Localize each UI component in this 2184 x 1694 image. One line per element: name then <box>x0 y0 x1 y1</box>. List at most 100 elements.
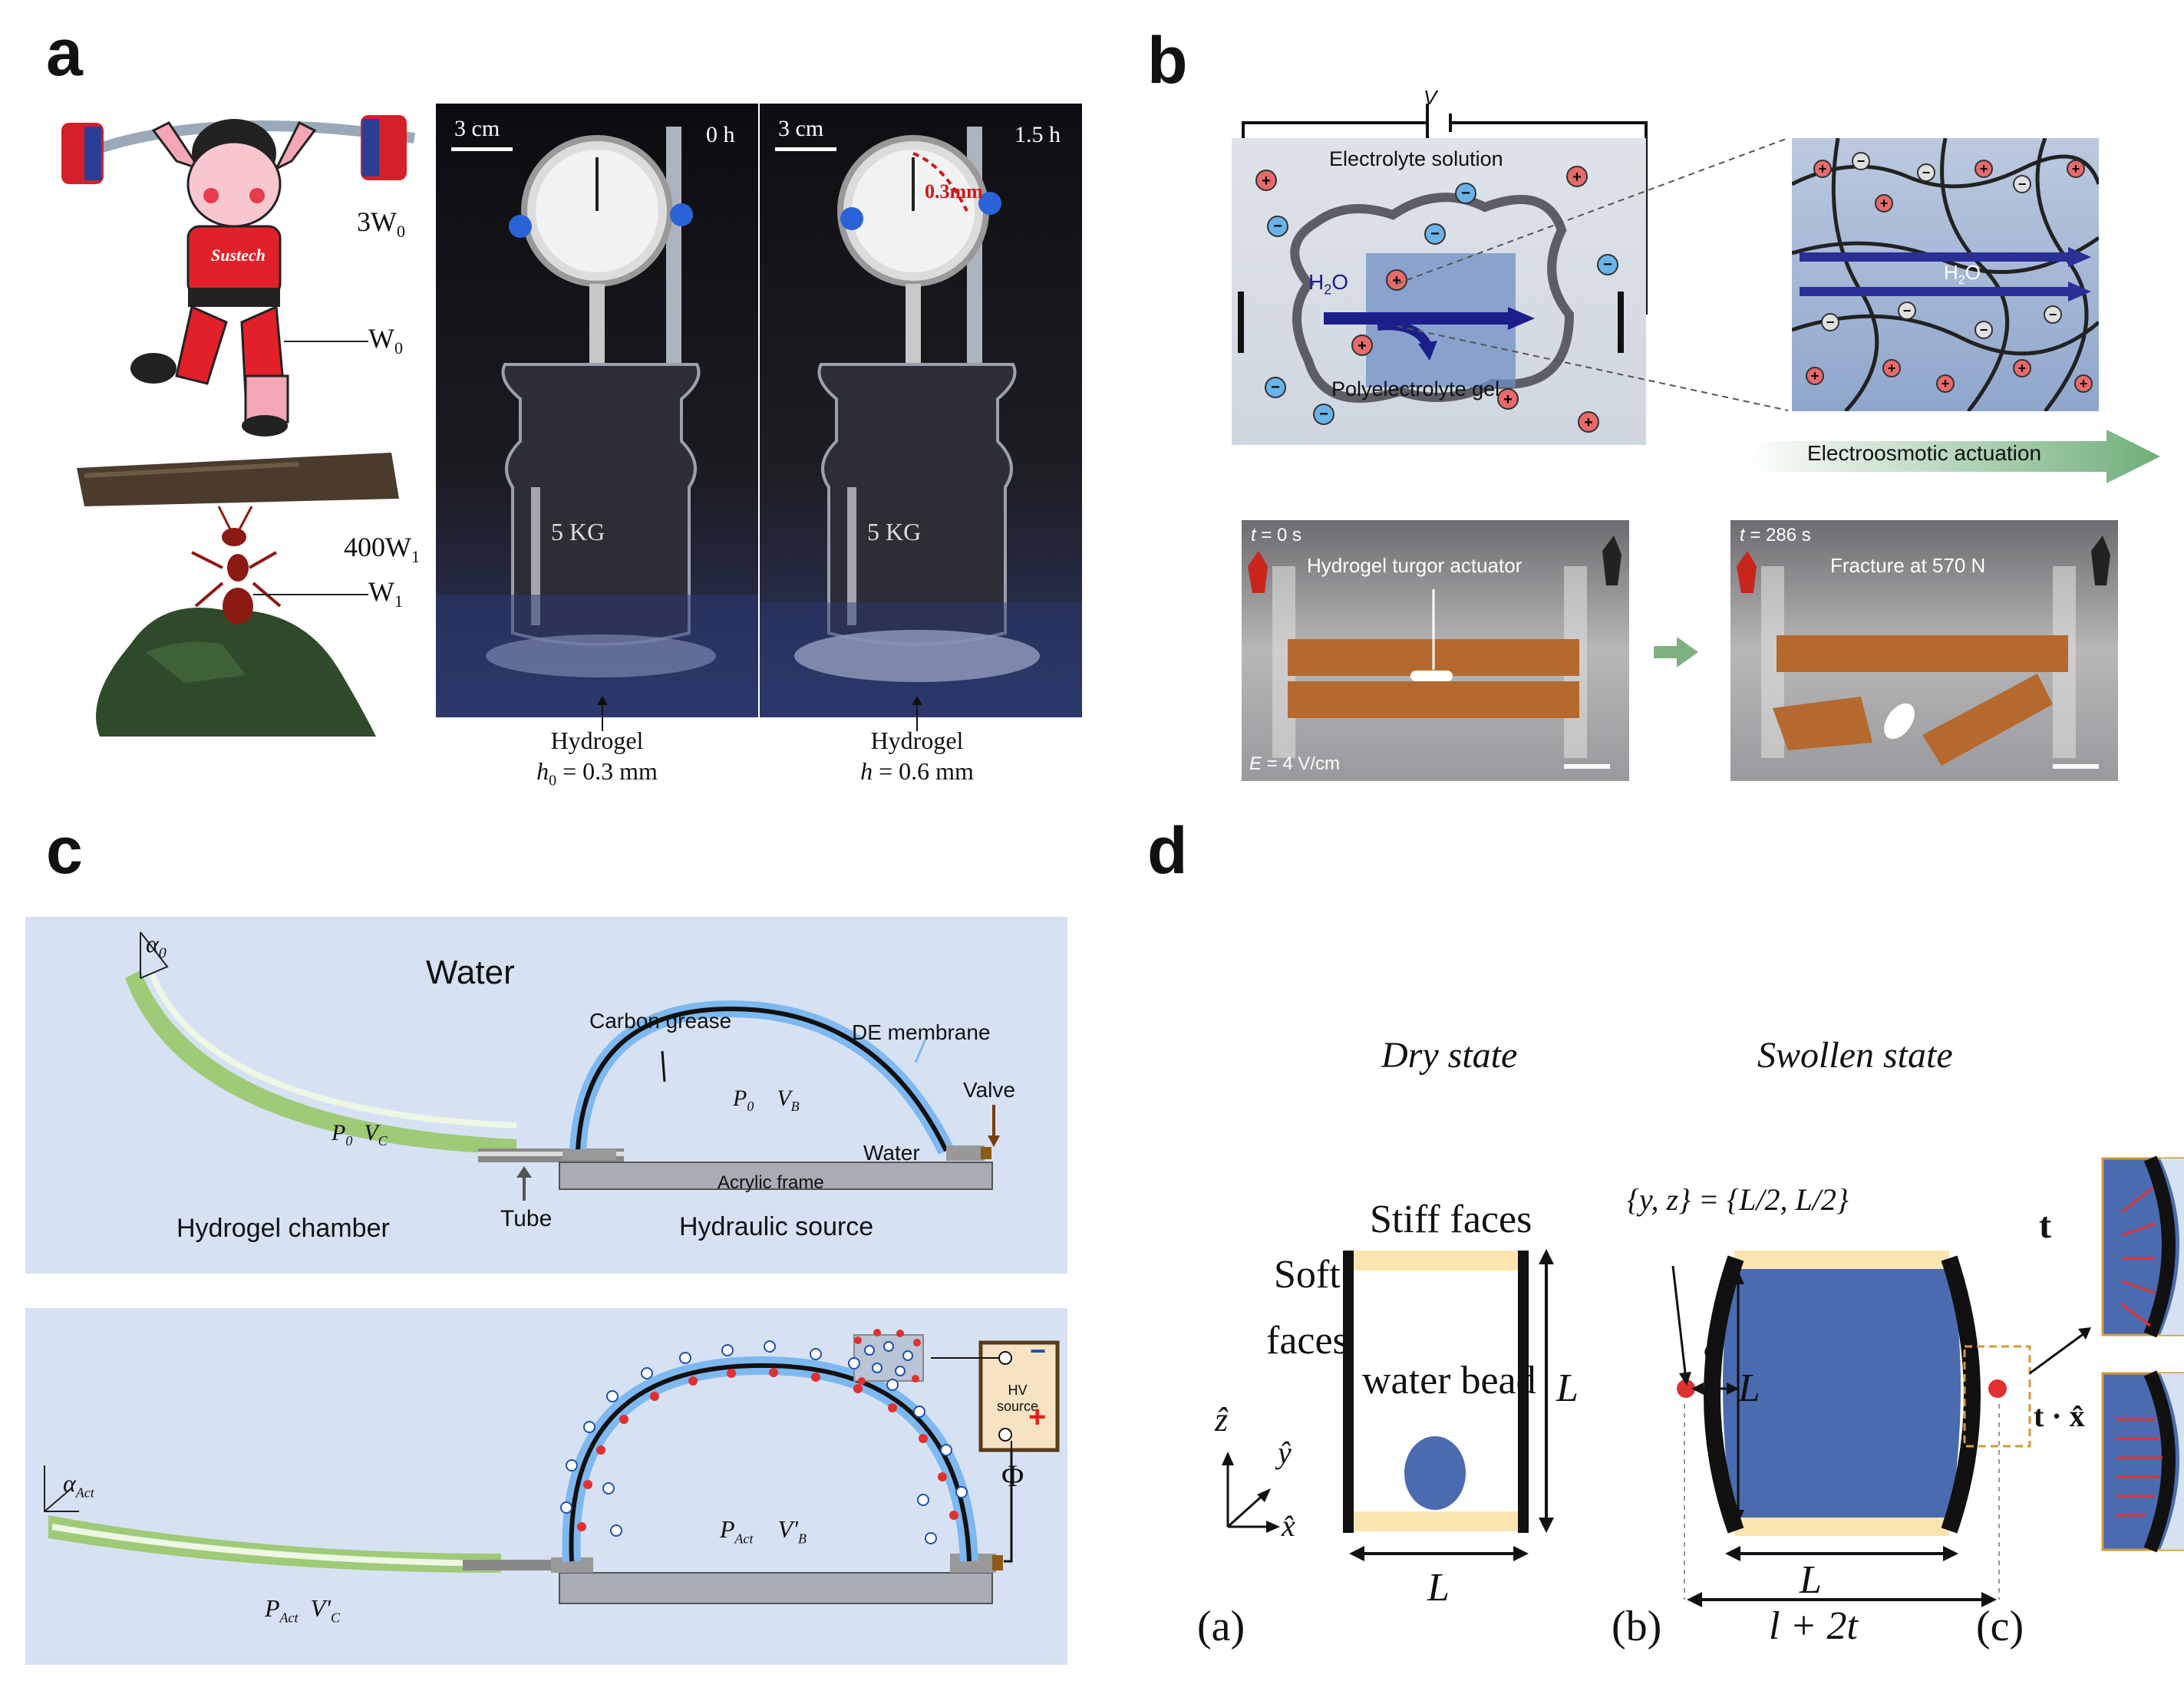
svg-text:−: − <box>1980 322 1988 338</box>
delta-label: δ <box>1704 1327 1720 1366</box>
svg-text:−: − <box>1319 406 1328 423</box>
l-plus-2t-label: l + 2t <box>1769 1604 1858 1648</box>
svg-text:+: + <box>2080 376 2088 391</box>
acrylic-frame-label: Acrylic frame <box>718 1172 824 1193</box>
pact-vc-label: PAct V'C <box>265 1594 340 1626</box>
svg-text:−: − <box>2018 176 2027 192</box>
scale-label-left: 3 cm <box>454 116 500 141</box>
svg-text:−: − <box>2049 307 2057 322</box>
dry-state-title: Dry state <box>1381 1035 1518 1076</box>
svg-text:−: − <box>1461 185 1470 202</box>
time-t286: t = 286 s <box>1740 525 1811 545</box>
photo-content-1-5h <box>760 127 1082 717</box>
swelling-diagram <box>1222 1155 2184 1607</box>
label-w0: W0 <box>368 323 403 358</box>
water-bead-label: water bead <box>1362 1359 1536 1402</box>
svg-text:+: + <box>1819 161 1827 176</box>
svg-text:−: − <box>1603 256 1612 273</box>
actuator-title: Hydrogel turgor actuator <box>1307 554 1523 577</box>
svg-text:+: + <box>2018 361 2027 376</box>
svg-text:+: + <box>1942 376 1950 391</box>
pact-vb-label: PAct V'B <box>720 1515 807 1547</box>
soft-faces-label-1: Soft <box>1274 1253 1341 1297</box>
charge-markers <box>560 1340 968 1544</box>
h2o-label: H2O <box>1308 270 1349 298</box>
p0-vb-label: P0 VB <box>733 1086 800 1114</box>
L-swollen-height: L <box>1738 1366 1760 1410</box>
minus-terminal: − <box>1030 1335 1047 1366</box>
svg-text:−: − <box>1430 226 1440 242</box>
panel-label-c: c <box>46 814 83 888</box>
jersey-text: Sustech <box>211 246 266 265</box>
electrolyte-label: Electrolyte solution <box>1329 147 1503 170</box>
svg-text:−: − <box>1903 303 1912 318</box>
photo-content-0h <box>436 127 758 717</box>
svg-text:−: − <box>1826 315 1835 330</box>
svg-text:+: + <box>1980 161 1988 176</box>
field-strength: E = 4 V/cm <box>1249 753 1341 774</box>
weight-label-left: 5 KG <box>551 518 605 545</box>
ant-on-rock-illustration <box>77 453 399 737</box>
swollen-state-title: Swollen state <box>1757 1035 1953 1076</box>
actuated-state-diagram <box>44 1329 1060 1604</box>
alpha-act-label: αAct <box>63 1469 94 1501</box>
hydraulic-source-label: Hydraulic source <box>679 1212 874 1241</box>
weightlifter-cartoon: Sustech <box>61 115 416 437</box>
plus-terminal: + <box>1028 1400 1047 1434</box>
svg-text:−: − <box>1271 379 1280 396</box>
phi-label: Φ <box>1001 1458 1024 1493</box>
initial-state-diagram <box>125 931 1000 1201</box>
z-axis-label: ẑ <box>1215 1401 1229 1439</box>
leader-w0 <box>284 341 368 342</box>
svg-text:−: − <box>1922 165 1931 180</box>
panel-label-a: a <box>46 16 83 90</box>
svg-text:+: + <box>1262 173 1271 190</box>
svg-text:−: − <box>1857 153 1866 169</box>
L-dry-height: L <box>1556 1366 1579 1410</box>
label-400w1: 400W1 <box>344 532 420 567</box>
photo-content-t286 <box>1737 536 2110 769</box>
p0-vc-label: P0 VC <box>332 1120 388 1149</box>
time-label-1-5h: 1.5 h <box>1014 122 1061 147</box>
y-axis-label: ŷ <box>1278 1435 1292 1470</box>
electrolyte-diagram: + + − − − − + + − + − + <box>1238 166 1624 433</box>
svg-text:+: + <box>2072 161 2080 176</box>
svg-text:+: + <box>1503 391 1513 408</box>
photo-hydrogel-0h: 3 cm 0 h 5 KG <box>436 104 758 717</box>
zoom-network-box <box>1792 138 2099 411</box>
svg-text:+: + <box>1572 169 1582 186</box>
water-small-label: Water <box>863 1141 920 1165</box>
label-3w0: 3W0 <box>357 206 405 242</box>
alpha0-label: α0 <box>146 930 167 962</box>
carbon-grease-label: Carbon grease <box>589 1009 732 1033</box>
water-label: Water <box>426 954 515 991</box>
hydrogel-chamber-label: Hydrogel chamber <box>177 1214 390 1243</box>
coordinate-label: {y, z} = {L/2, L/2} <box>1627 1182 1849 1217</box>
svg-text:+: + <box>1358 338 1367 354</box>
photo-hydrogel-1-5h: 3 cm 1.5 h 0.3mm 5 KG <box>760 104 1082 717</box>
tube-label: Tube <box>500 1206 553 1231</box>
panel-label-d: d <box>1147 814 1188 888</box>
scale-label-right: 3 cm <box>778 116 824 141</box>
initial-state-box <box>25 917 1067 1274</box>
photo-transition-arrow <box>1654 637 1698 667</box>
label-w1: W1 <box>368 576 403 611</box>
L-dry-width: L <box>1427 1566 1450 1610</box>
valve-label: Valve <box>963 1078 1015 1102</box>
arrow-hydrogel-right <box>912 696 922 731</box>
subfig-b-label: (b) <box>1612 1603 1662 1650</box>
stiff-faces-label: Stiff faces <box>1370 1198 1532 1241</box>
svg-text:+: + <box>1888 361 1896 376</box>
arrow-hydrogel-left <box>597 696 608 731</box>
time-label-0h: 0 h <box>706 122 735 147</box>
svg-text:+: + <box>1880 196 1889 211</box>
subfig-c-label: (c) <box>1976 1603 2024 1650</box>
electroosmotic-arrow <box>1746 430 2160 483</box>
traction-vector-label: t <box>2039 1205 2051 1246</box>
de-membrane-label: DE membrane <box>852 1020 991 1044</box>
svg-text:+: + <box>1392 272 1401 289</box>
svg-text:−: − <box>1273 218 1282 235</box>
polyelectrolyte-gel-label: Polyelectrolyte gel <box>1331 377 1500 400</box>
zoom-lines <box>1396 137 1789 411</box>
svg-text:+: + <box>1811 368 1819 384</box>
